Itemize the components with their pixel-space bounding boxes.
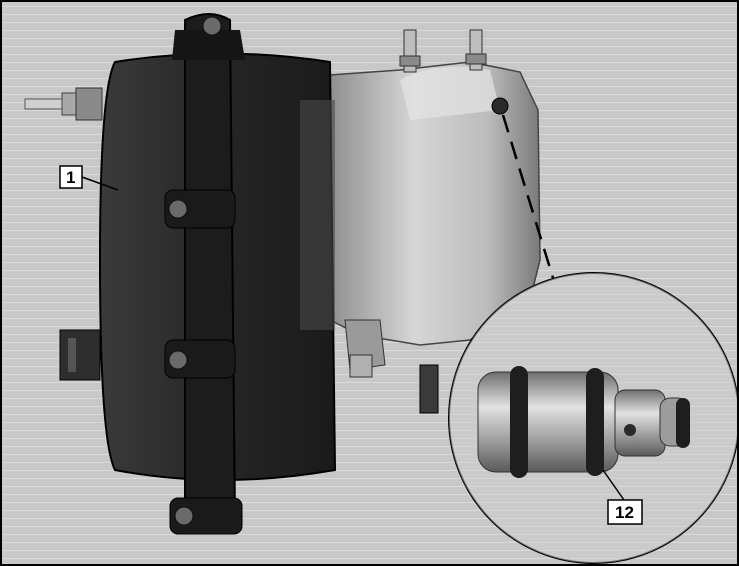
callout-part-12: 12 (602, 469, 643, 525)
zoom-leader-line (501, 114, 555, 279)
mounting-flange (164, 13, 245, 535)
detail-zoom-circle (448, 272, 739, 564)
bolt-icon (168, 350, 188, 370)
callout-part-1: 1 (59, 165, 119, 191)
pump-housing (329, 29, 541, 414)
bolt-icon (174, 506, 194, 526)
bolt-icon (202, 16, 222, 36)
callout-label-12: 12 (615, 503, 634, 522)
inlet-pipe (24, 87, 103, 121)
callout-label-1: 1 (66, 168, 75, 187)
bolt-icon (168, 199, 188, 219)
